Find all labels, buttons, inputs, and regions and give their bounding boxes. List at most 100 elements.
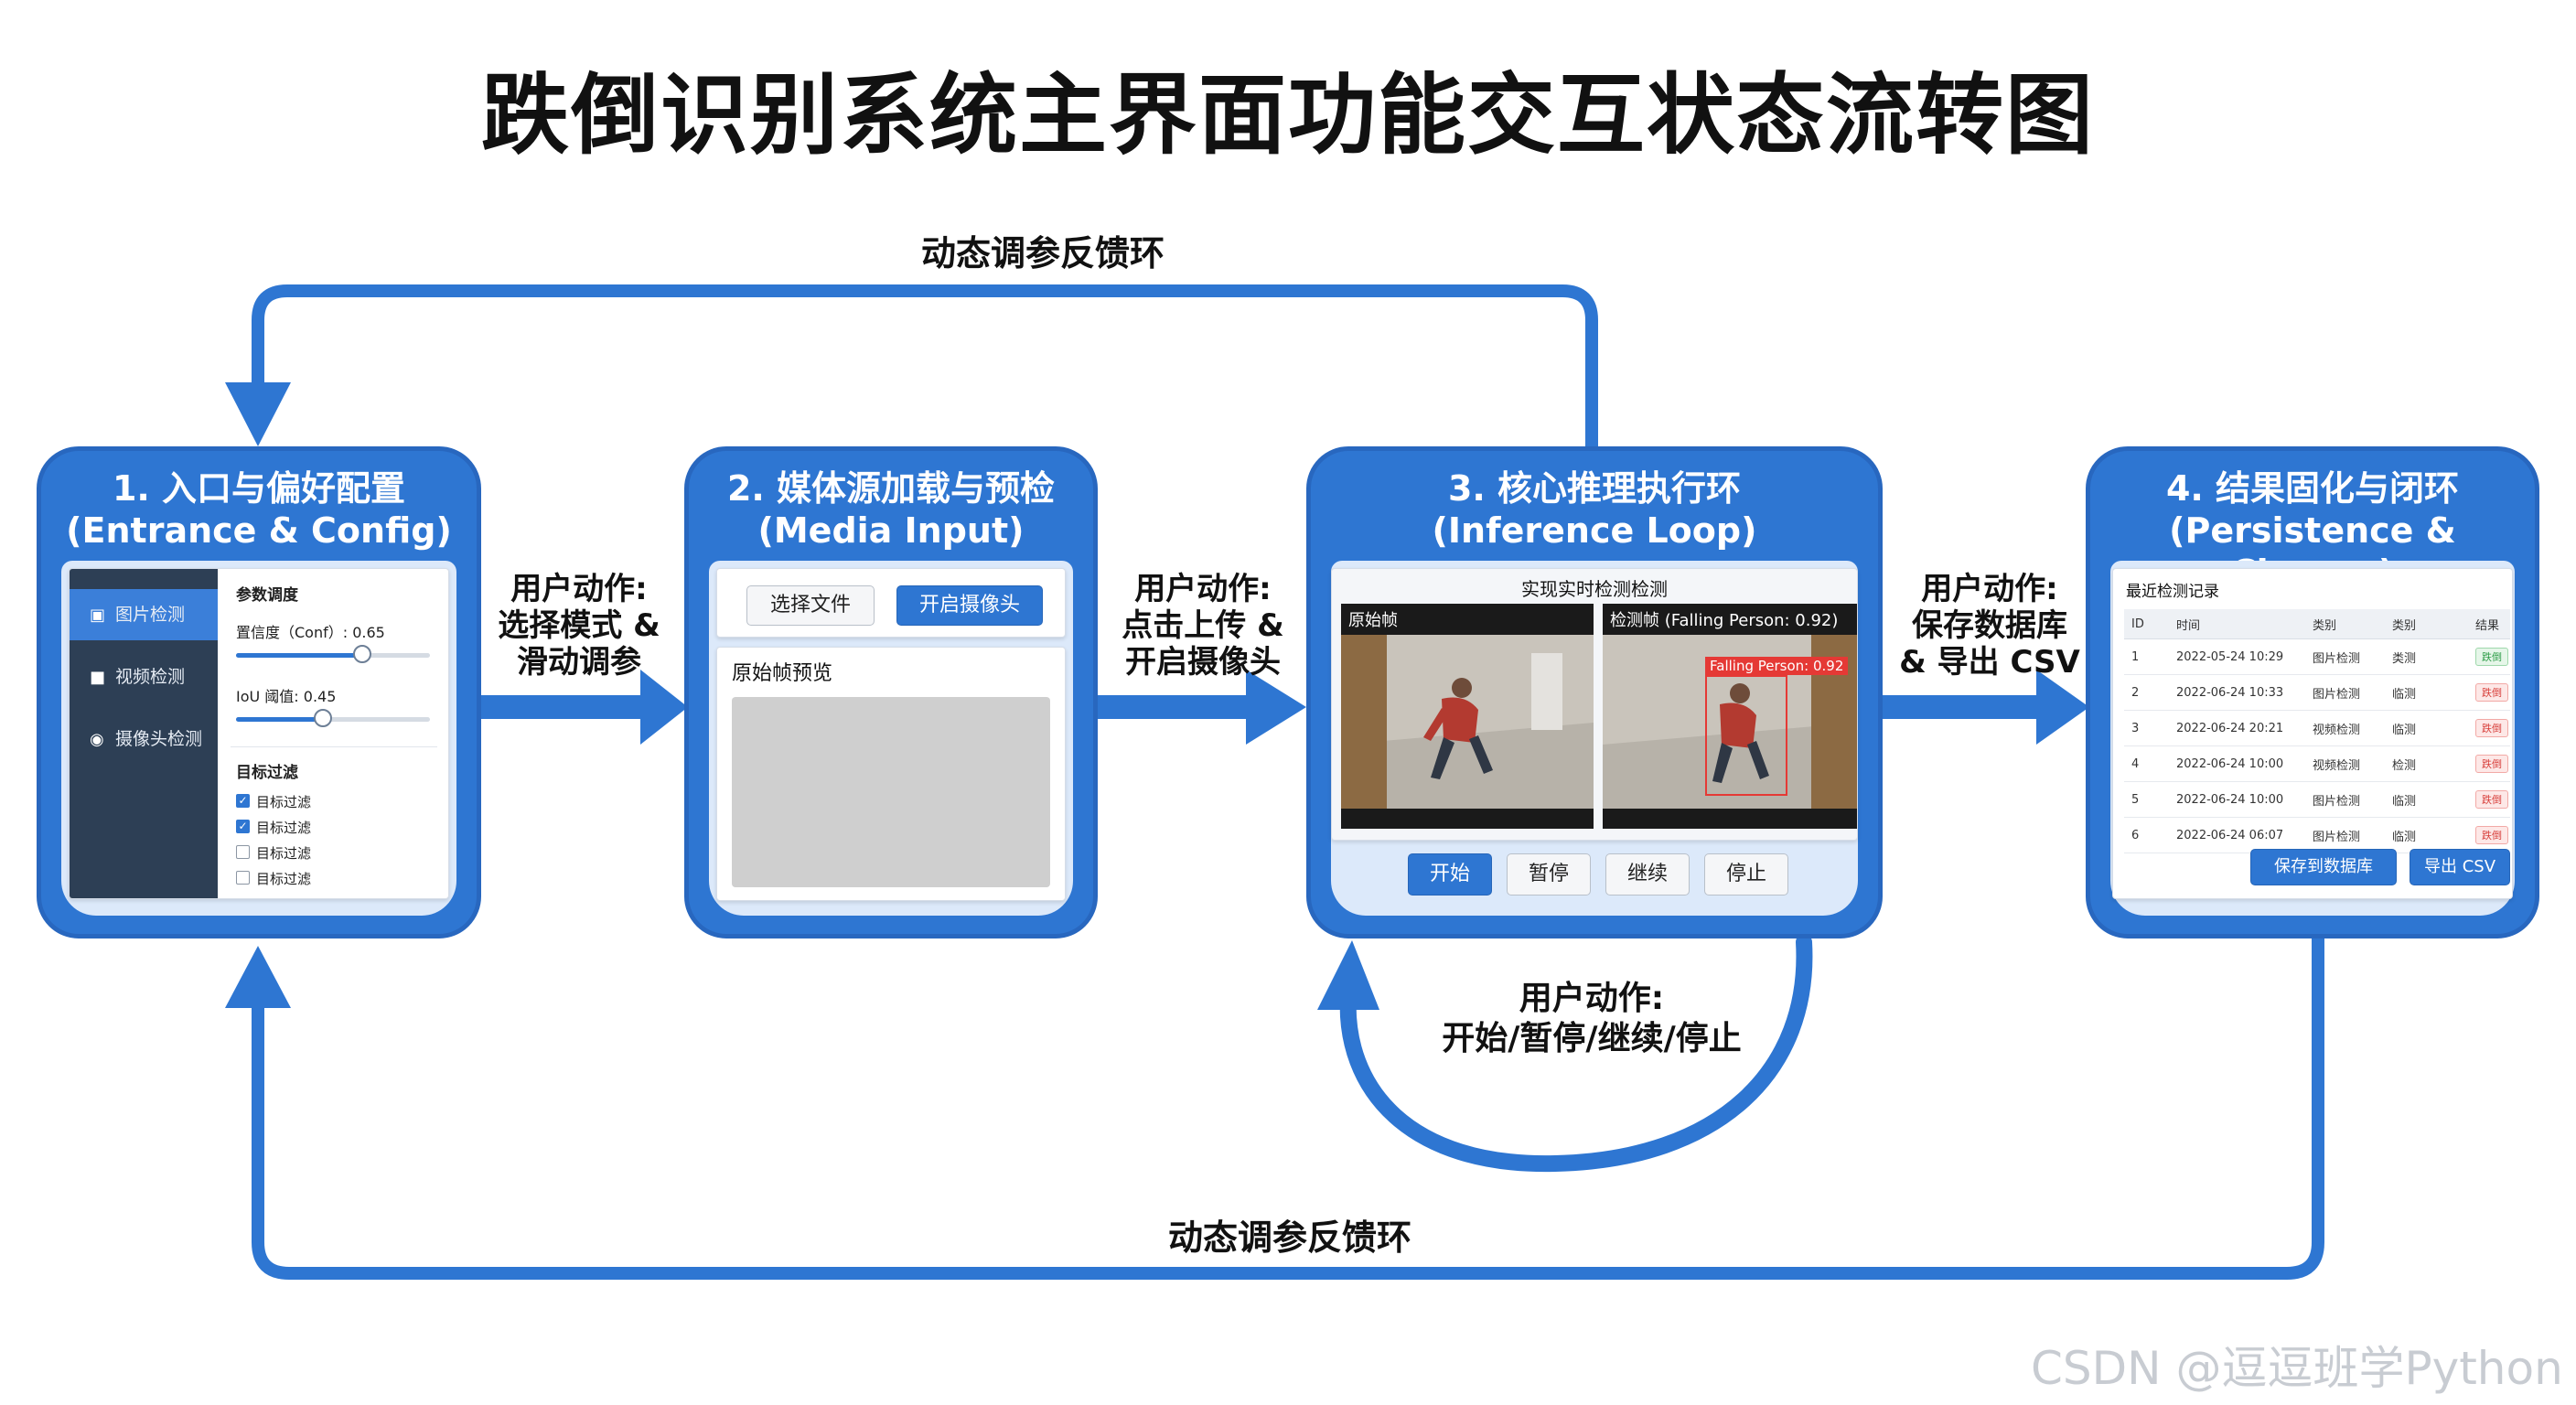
sidebar-item-camera-detect[interactable]: ◉摄像头检测 (70, 713, 218, 765)
table-cell-c1: 图片检测 (2305, 817, 2385, 853)
divider (231, 746, 437, 747)
arrow-1-to-2 (481, 670, 688, 745)
filter-checkbox[interactable] (236, 871, 250, 885)
status-badge: 跌倒 (2475, 719, 2508, 737)
status-badge: 跌倒 (2475, 648, 2508, 666)
top-loop-arrowhead (225, 382, 291, 446)
iou-slider[interactable] (236, 709, 430, 727)
status-badge: 跌倒 (2475, 683, 2508, 702)
stage-2-title: 2. 媒体源加载与预检 (Media Input) (726, 468, 1056, 551)
stage-2-media-input: 2. 媒体源加载与预检 (Media Input) 选择文件 开启摄像头 原始帧… (684, 446, 1098, 938)
raw-frame: 原始帧 (1341, 604, 1594, 829)
filter-checkbox[interactable]: ✓ (236, 794, 250, 808)
column-header: ID (2124, 609, 2169, 639)
table-cell-c2: 临测 (2385, 710, 2468, 746)
config-panel: ▣图片检测 ■视频检测 ◉摄像头检测 参数调度 置信度（Conf）: 0.65 … (69, 568, 449, 899)
column-header: 类别 (2305, 609, 2385, 639)
resume-button[interactable]: 继续 (1605, 853, 1690, 896)
table-cell-result: 跌倒 (2468, 745, 2510, 782)
table-cell-c2: 类测 (2385, 638, 2468, 675)
start-button[interactable]: 开始 (1408, 853, 1492, 896)
mode-sidebar: ▣图片检测 ■ 视频检测 ◉摄像头检测 (70, 569, 218, 898)
pause-button[interactable]: 暂停 (1507, 853, 1591, 896)
table-cell-result: 跌倒 (2468, 674, 2510, 711)
status-badge: 跌倒 (2475, 790, 2508, 809)
sidebar-item-label: 视频检测 (115, 667, 186, 687)
sidebar-item-video-detect[interactable]: ■ 视频检测 (70, 651, 218, 702)
stage-1-entrance-config: 1. 入口与偏好配置 (Entrance & Config) ▣图片检测 ■ 视频… (37, 446, 481, 938)
action-label-2: 用户动作: 点击上传 & 开启摄像头 (1122, 571, 1284, 681)
arrow-2-to-3 (1098, 670, 1306, 745)
detect-frame-image: Falling Person: 0.92 (1603, 635, 1857, 809)
detection-box (1705, 675, 1787, 796)
iou-label: IoU 阈值: 0.45 (236, 688, 337, 705)
table-cell-id: 2 (2124, 674, 2169, 711)
filter-label: 目标过滤 (256, 845, 312, 862)
stage-3-body: 实现实时检测检测 原始帧 (1331, 561, 1858, 916)
table-cell-result: 跌倒 (2468, 638, 2510, 675)
conf-slider-thumb[interactable] (352, 645, 371, 663)
stage-1-title: 1. 入口与偏好配置 (Entrance & Config) (66, 468, 452, 551)
watermark: CSDN @逗逗班学Python (2031, 1342, 2563, 1395)
table-cell-time: 2022-06-24 10:33 (2169, 674, 2305, 711)
table-cell-time: 2022-06-24 20:21 (2169, 710, 2305, 746)
filter-checkbox[interactable]: ✓ (236, 820, 250, 833)
column-header: 结果 (2468, 609, 2510, 639)
media-toolbar: 选择文件 开启摄像头 (716, 568, 1066, 638)
filter-label: 目标过滤 (256, 794, 312, 810)
filter-checkbox[interactable] (236, 845, 250, 859)
table-cell-c1: 图片检测 (2305, 638, 2385, 675)
video-icon: ■ (90, 668, 106, 687)
sidebar-item-label: 摄像头检测 (115, 729, 203, 749)
action-label-1: 用户动作: 选择模式 & 滑动调参 (498, 571, 660, 681)
table-cell-id: 6 (2124, 817, 2169, 853)
bottom-feedback-loop (252, 937, 2324, 1280)
iou-slider-fill (236, 717, 324, 722)
top-loop-label: 动态调参反馈环 (920, 233, 1165, 273)
table-cell-c2: 临测 (2385, 781, 2468, 818)
conf-slider[interactable] (236, 645, 430, 663)
table-cell-result: 跌倒 (2468, 817, 2510, 853)
stage-4-persistence-closure: 4. 结果固化与闭环 (Persistence & Closure) 最近检测记… (2086, 446, 2539, 938)
table-cell-c2: 临测 (2385, 674, 2468, 711)
status-badge: 跌倒 (2475, 826, 2508, 844)
table-cell-id: 5 (2124, 781, 2169, 818)
table-cell-result: 跌倒 (2468, 781, 2510, 818)
raw-frame-label: 原始帧 (1348, 611, 1398, 630)
export-csv-button[interactable]: 导出 CSV (2410, 849, 2510, 885)
table-cell-result: 跌倒 (2468, 710, 2510, 746)
sidebar-item-image-detect[interactable]: ▣图片检测 (70, 589, 218, 640)
table-header-row: ID 时间 类别 类别 结果 (2124, 609, 2510, 639)
table-cell-id: 3 (2124, 710, 2169, 746)
iou-slider-thumb[interactable] (314, 709, 333, 727)
stop-button[interactable]: 停止 (1704, 853, 1788, 896)
table-cell-c1: 视频检测 (2305, 745, 2385, 782)
inference-loop (1339, 934, 1813, 1173)
open-camera-button[interactable]: 开启摄像头 (896, 585, 1043, 626)
inference-loop-label: 用户动作: 开始/暂停/继续/停止 (1442, 980, 1742, 1057)
arrow-3-to-4 (1883, 670, 2089, 745)
detect-frame-label: 检测帧 (Falling Person: 0.92) (1610, 611, 1839, 630)
table-cell-c1: 图片检测 (2305, 674, 2385, 711)
table-cell-c2: 临测 (2385, 817, 2468, 853)
table-cell-c1: 视频检测 (2305, 710, 2385, 746)
table-cell-id: 1 (2124, 638, 2169, 675)
diagram-title: 跌倒识别系统主界面功能交互状态流转图 (481, 64, 2095, 166)
inference-loop-arrowhead (1317, 940, 1379, 1010)
save-database-button[interactable]: 保存到数据库 (2250, 849, 2397, 885)
table-cell-id: 4 (2124, 745, 2169, 782)
table-cell-time: 2022-05-24 10:29 (2169, 638, 2305, 675)
stage-1-body: ▣图片检测 ■视频检测 ◉摄像头检测 参数调度 置信度（Conf）: 0.65 … (61, 561, 456, 916)
select-file-button[interactable]: 选择文件 (746, 585, 875, 626)
sidebar-item-label: 图片检测 (115, 605, 186, 625)
